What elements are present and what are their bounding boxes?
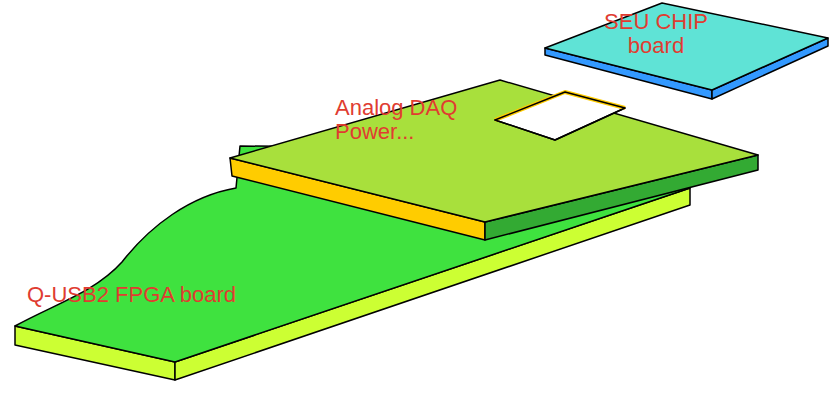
circuit-board: Q-USB2 FPGA board xyxy=(23,281,240,309)
board-name: Analog DAQ Power... xyxy=(335,96,461,144)
daq-board-drawing xyxy=(230,80,758,240)
circuit-board: Analog DAQ Power... xyxy=(331,94,465,146)
board-name: SEU CHIP board xyxy=(602,10,710,58)
seu-board-drawing xyxy=(545,3,828,99)
board-name: Q-USB2 FPGA board xyxy=(27,283,236,307)
circuit-board: SEU CHIP board xyxy=(598,8,714,60)
